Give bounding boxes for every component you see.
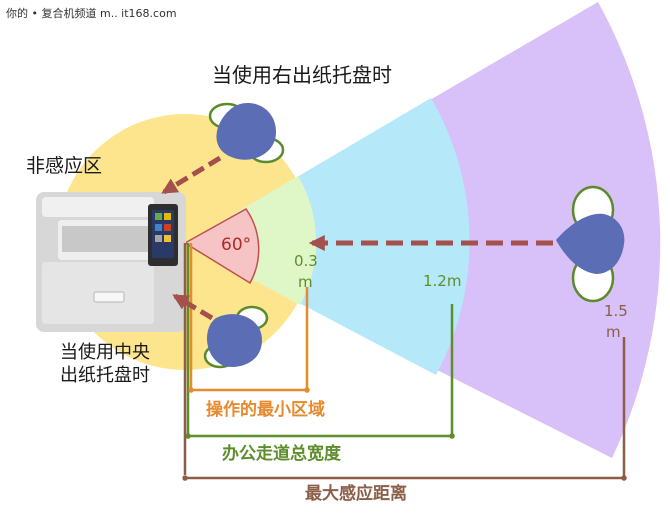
- approach-arrow-center-tray: [172, 293, 214, 321]
- zone-1-2m: [185, 98, 470, 375]
- person-icon-center-tray: [203, 305, 269, 369]
- dim-label-corridor: 办公走道总宽度: [222, 443, 342, 464]
- distance-label-0-3: 0.3: [294, 252, 318, 270]
- label-center-tray-line1: 当使用中央: [60, 342, 150, 363]
- distance-label-0-3-unit: m: [298, 273, 313, 291]
- dim-label-min-area: 操作的最小区域: [206, 399, 325, 420]
- person-icon-front: [556, 185, 625, 303]
- printer-icon: [36, 192, 186, 332]
- dim-label-max-distance: 最大感应距离: [305, 483, 407, 504]
- distance-label-1-5-unit: m: [606, 323, 621, 341]
- label-non-sensing-zone: 非感应区: [26, 155, 102, 177]
- angle-sector: [183, 208, 260, 285]
- person-icon-right-tray: [208, 102, 285, 164]
- label-right-tray: 当使用右出纸托盘时: [212, 63, 392, 87]
- label-center-tray-line2: 出纸托盘时: [60, 365, 150, 386]
- watermark: 你的 • 复合机频道 m.. it168.com: [6, 6, 177, 20]
- distance-label-1-2: 1.2m: [423, 272, 461, 290]
- approach-arrow-right-tray: [161, 155, 222, 195]
- angle-label: 60°: [221, 235, 251, 255]
- distance-label-1-5: 1.5: [604, 302, 628, 320]
